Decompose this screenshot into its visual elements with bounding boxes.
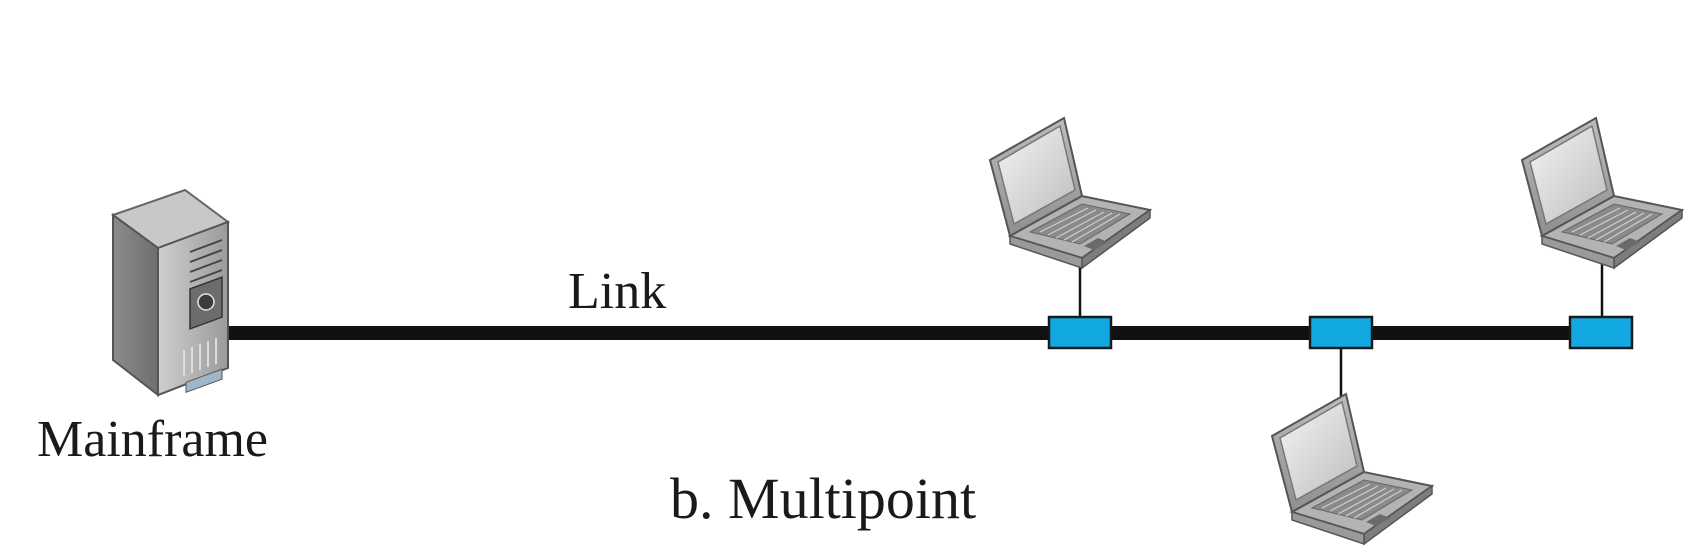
- tap-connector-3: [1568, 315, 1634, 350]
- laptop-icon: [989, 117, 1151, 269]
- laptop-icon: [1271, 393, 1433, 545]
- tap-connector-2: [1308, 315, 1374, 350]
- tap-connector-1: [1047, 315, 1113, 350]
- diagram-caption: b. Multipoint: [670, 466, 977, 531]
- mainframe-label: Mainframe: [37, 411, 269, 468]
- link-label: Link: [568, 263, 667, 320]
- laptop-icon: [1521, 117, 1683, 269]
- server-tower-icon: [110, 188, 231, 398]
